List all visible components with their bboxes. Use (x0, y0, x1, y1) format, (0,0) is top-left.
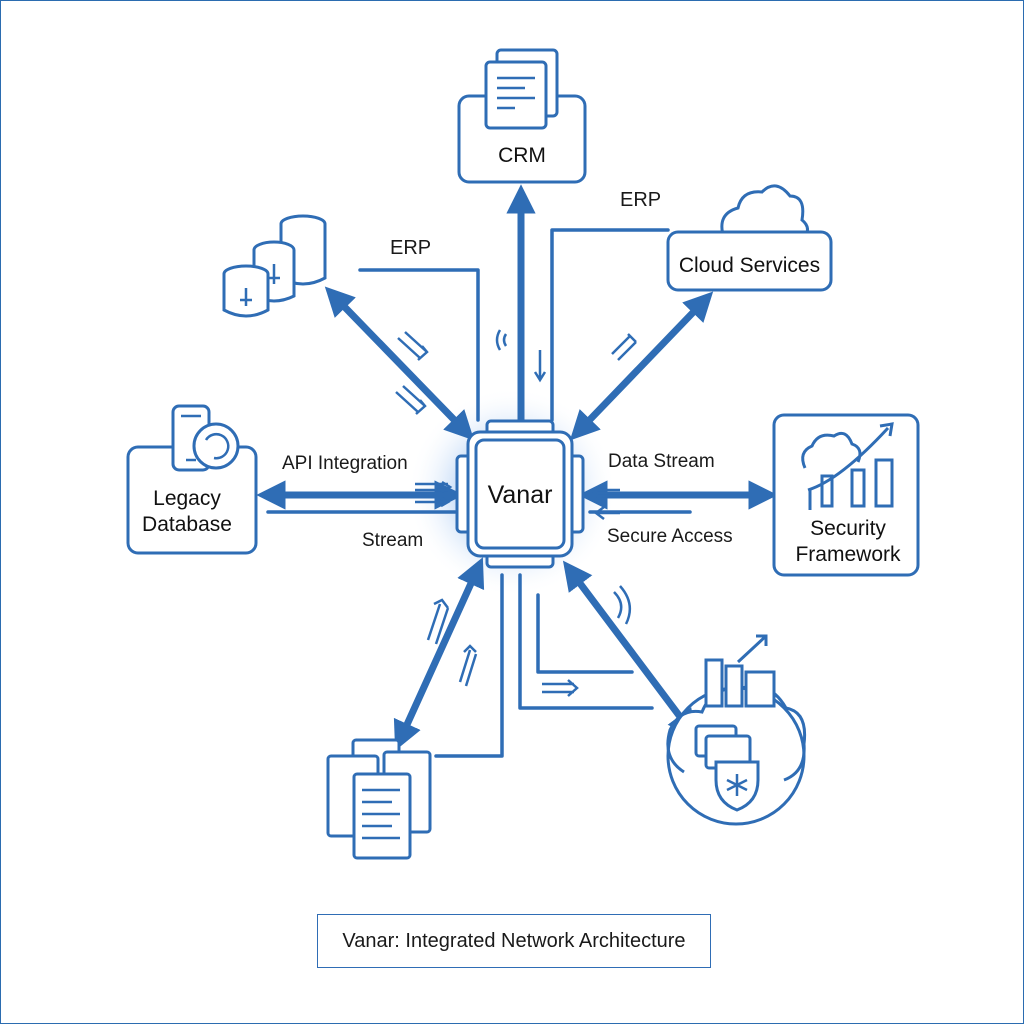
flow-indicators (395, 329, 637, 697)
legacy-database-node[interactable] (126, 404, 258, 555)
security-framework-node[interactable] (772, 413, 920, 577)
legacy-database-label-line1: Legacy (153, 487, 221, 510)
hub-chip-icon[interactable] (455, 419, 585, 569)
crm-node[interactable] (457, 48, 587, 184)
secure-cloud-storage-icon[interactable] (666, 634, 807, 826)
cloud-services-label: Cloud Services (678, 254, 821, 277)
link-erp-right (550, 228, 670, 422)
edge-label-data-stream: Data Stream (608, 451, 715, 472)
security-framework-label-line2: Framework (795, 543, 901, 566)
diagram-caption: Vanar: Integrated Network Architecture (342, 929, 686, 952)
crm-label: CRM (498, 144, 546, 167)
caption-box: Vanar: Integrated Network Architecture (317, 914, 711, 968)
link-documents (393, 557, 485, 751)
edge-label-api-integration: API Integration (282, 453, 408, 474)
cloud-services-node[interactable] (666, 184, 833, 292)
cloud-icon (720, 184, 809, 239)
link-documents-elbow (434, 573, 504, 758)
edge-label-erp-right: ERP (620, 189, 662, 211)
link-cloud-services (569, 291, 714, 441)
link-database-cluster (324, 286, 475, 441)
link-erp-left (358, 268, 480, 422)
analytics-chart-icon (801, 422, 894, 510)
edge-label-erp-left: ERP (390, 237, 432, 259)
legacy-database-label-line2: Database (142, 513, 232, 536)
database-cluster-icon[interactable] (222, 214, 327, 318)
hub-label: Vanar (487, 481, 553, 509)
security-framework-label-line1: Security (810, 517, 886, 540)
link-secure-storage (562, 560, 698, 740)
edge-label-secure-access: Secure Access (607, 526, 733, 547)
edge-label-stream: Stream (362, 530, 424, 551)
document-pages-icon[interactable] (326, 738, 432, 860)
